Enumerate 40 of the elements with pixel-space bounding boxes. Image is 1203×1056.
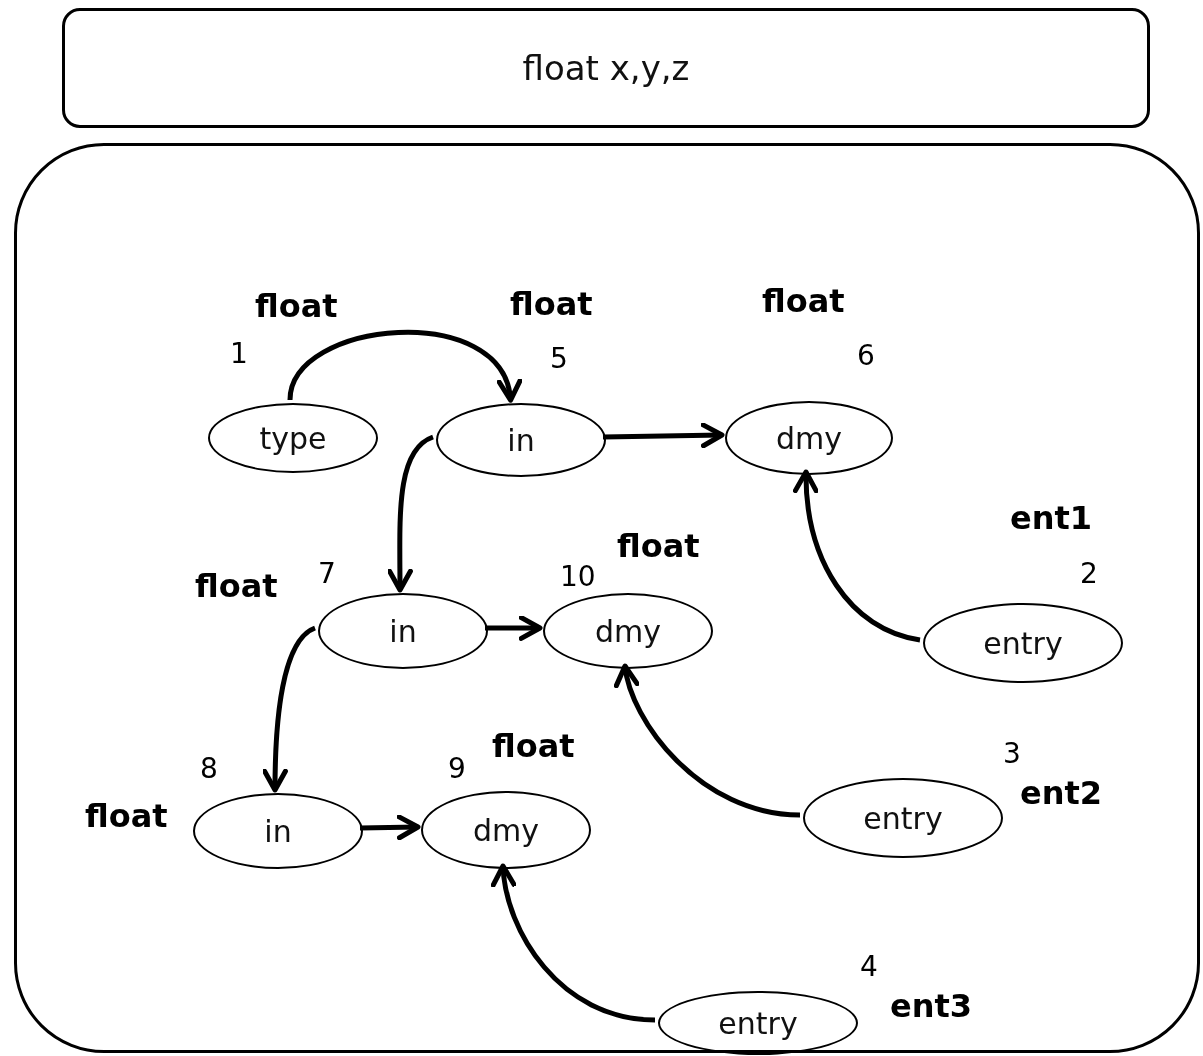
node-label: in: [389, 613, 417, 649]
index-number: 6: [857, 342, 875, 370]
node-label: entry: [863, 800, 943, 836]
arrow: [287, 330, 519, 403]
node-label: in: [507, 422, 535, 458]
node-label: entry: [983, 625, 1063, 661]
index-number: 2: [1080, 560, 1098, 588]
arrow: [485, 615, 543, 641]
index-number: 10: [560, 563, 596, 591]
node-label: dmy: [473, 812, 539, 848]
index-number: 7: [318, 560, 336, 588]
arrow: [262, 625, 317, 793]
node-label: entry: [718, 1005, 798, 1041]
index-number: 9: [448, 755, 466, 783]
type-label: ent1: [1010, 502, 1093, 534]
arrow: [615, 663, 801, 818]
type-label: float: [762, 285, 845, 317]
header-box: [62, 8, 1150, 128]
index-number: 8: [200, 755, 218, 783]
arrow: [491, 863, 656, 1023]
type-label: ent3: [890, 990, 973, 1022]
type-label: float: [255, 290, 338, 322]
arrow: [387, 434, 435, 593]
type-label: ent2: [1020, 777, 1103, 809]
type-label: float: [617, 530, 700, 562]
type-label: float: [195, 570, 278, 602]
container-box: [14, 143, 1200, 1053]
type-label: float: [85, 800, 168, 832]
arrow: [793, 469, 921, 643]
node-label: dmy: [776, 420, 842, 456]
type-label: float: [510, 288, 593, 320]
node-label: type: [259, 420, 327, 456]
index-number: 3: [1003, 740, 1021, 768]
node-label: in: [264, 813, 292, 849]
node-label: dmy: [595, 613, 661, 649]
index-number: 4: [860, 953, 878, 981]
index-number: 1: [230, 340, 248, 368]
type-label: float: [492, 730, 575, 762]
node-label: float x,y,z: [522, 48, 690, 88]
index-number: 5: [550, 345, 568, 373]
